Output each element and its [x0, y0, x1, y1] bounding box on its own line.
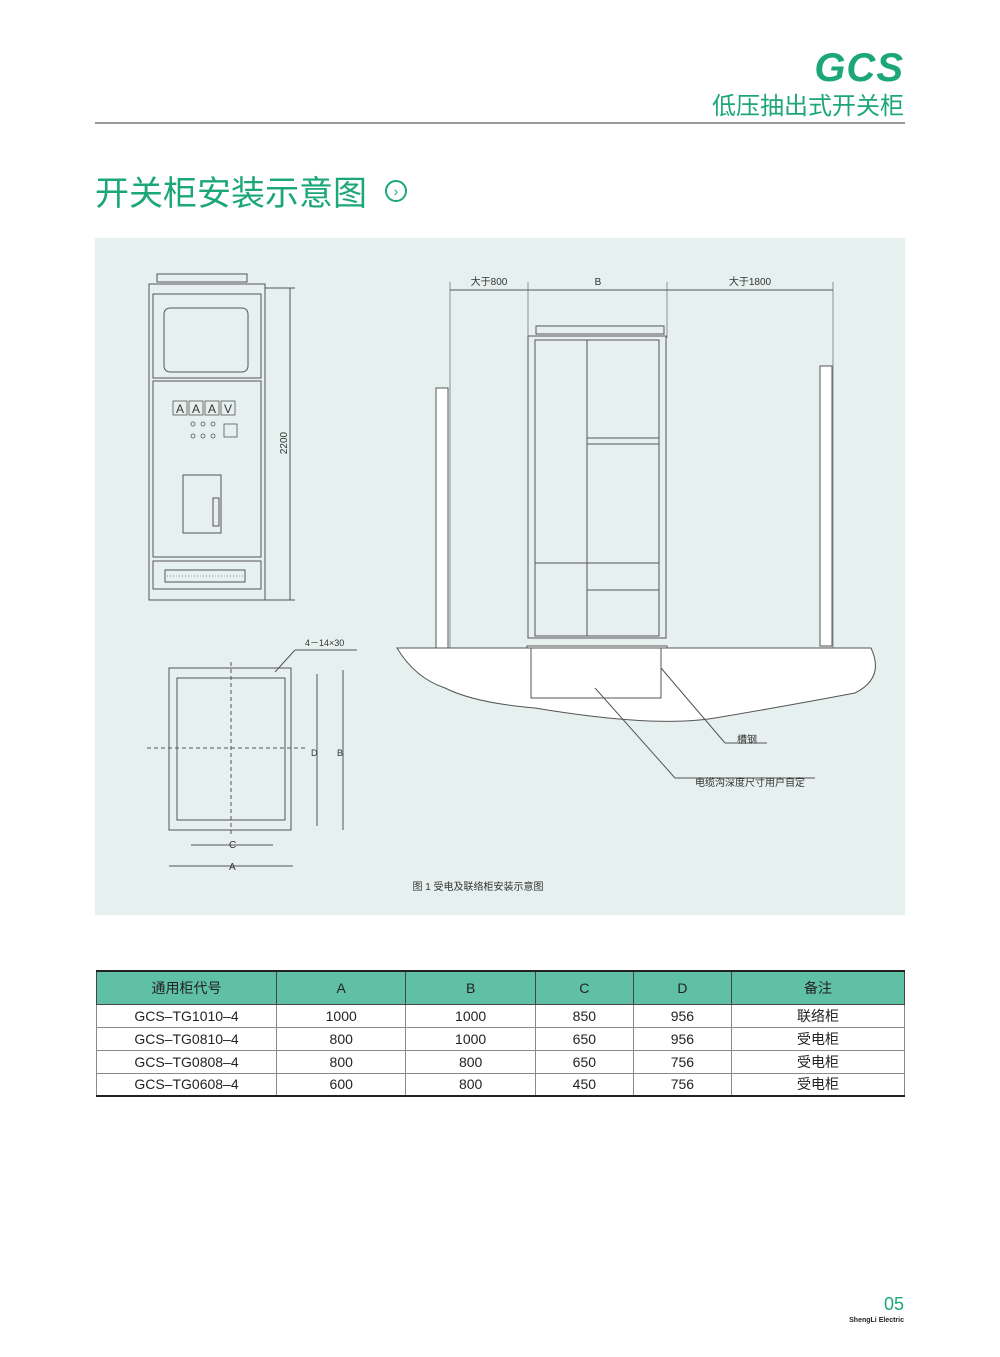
cabinet-side-view: 大于800 B 大于1800	[435, 275, 834, 699]
col-header: 备注	[730, 970, 906, 1005]
channel-steel-label: 槽钢	[737, 733, 757, 746]
table-cell: 800	[405, 1072, 536, 1097]
table-cell: 756	[632, 1049, 732, 1074]
cabinet-depth-label: B	[595, 277, 602, 288]
holes-label: 4－14×30	[305, 638, 344, 648]
table-cell: 756	[632, 1072, 732, 1097]
col-header: B	[405, 970, 536, 1005]
rear-clearance-label: 大于1800	[729, 275, 772, 288]
table-cell: 450	[534, 1072, 634, 1097]
table-cell: 850	[534, 1003, 634, 1028]
table-cell: 600	[275, 1072, 407, 1097]
installation-diagram: A A A V 2200 4－14×30 D B C A 大于800 B 大于1…	[95, 238, 905, 915]
table-cell: GCS–TG0810–4	[96, 1026, 277, 1051]
table-cell: GCS–TG1010–4	[96, 1003, 277, 1028]
meter-label: A	[192, 402, 200, 416]
col-header: D	[632, 970, 732, 1005]
company-name: ShengLi Electric	[849, 1317, 904, 1324]
dim-b-label: B	[337, 748, 343, 758]
cabinet-front-view: A A A V 2200	[148, 273, 295, 601]
dim-d-label: D	[311, 748, 318, 758]
col-header: A	[275, 970, 407, 1005]
table-cell: 联络柜	[730, 1003, 906, 1028]
table-cell: GCS–TG0808–4	[96, 1049, 277, 1074]
col-header: C	[534, 970, 634, 1005]
table-cell: 956	[632, 1003, 732, 1028]
dim-a-label: A	[229, 862, 236, 873]
cable-trench-label: 电缆沟深度尺寸用户自定	[695, 776, 805, 789]
brand-logo: GCS	[814, 46, 904, 90]
table-cell: 800	[275, 1049, 407, 1074]
header-divider	[95, 122, 905, 124]
meter-label: A	[176, 402, 184, 416]
product-subtitle: 低压抽出式开关柜	[712, 93, 904, 120]
height-dimension: 2200	[279, 431, 290, 454]
table-cell: 1000	[405, 1003, 536, 1028]
table-cell: 受电柜	[730, 1049, 906, 1074]
dim-c-label: C	[229, 840, 236, 851]
table-cell: 650	[534, 1049, 634, 1074]
table-cell: 800	[405, 1049, 536, 1074]
col-header: 通用柜代号	[96, 970, 277, 1005]
table-cell: 受电柜	[730, 1072, 906, 1097]
figure-caption: 图 1 受电及联络柜安装示意图	[412, 880, 543, 893]
section-title-text: 开关柜安装示意图	[95, 175, 367, 213]
base-plan-view: 4－14×30 D B C A	[147, 638, 357, 873]
section-title: 开关柜安装示意图 ›	[95, 166, 407, 215]
table-cell: GCS–TG0608–4	[96, 1072, 277, 1097]
meter-label: A	[208, 402, 216, 416]
table-cell: 1000	[275, 1003, 407, 1028]
page-number: 05	[883, 1294, 904, 1314]
front-clearance-label: 大于800	[471, 275, 508, 288]
chevron-right-circle-icon: ›	[385, 179, 407, 202]
table-cell: 受电柜	[730, 1026, 906, 1051]
table-cell: 650	[534, 1026, 634, 1051]
meter-label: V	[224, 402, 232, 416]
table-cell: 1000	[405, 1026, 536, 1051]
table-cell: 800	[275, 1026, 407, 1051]
table-cell: 956	[632, 1026, 732, 1051]
